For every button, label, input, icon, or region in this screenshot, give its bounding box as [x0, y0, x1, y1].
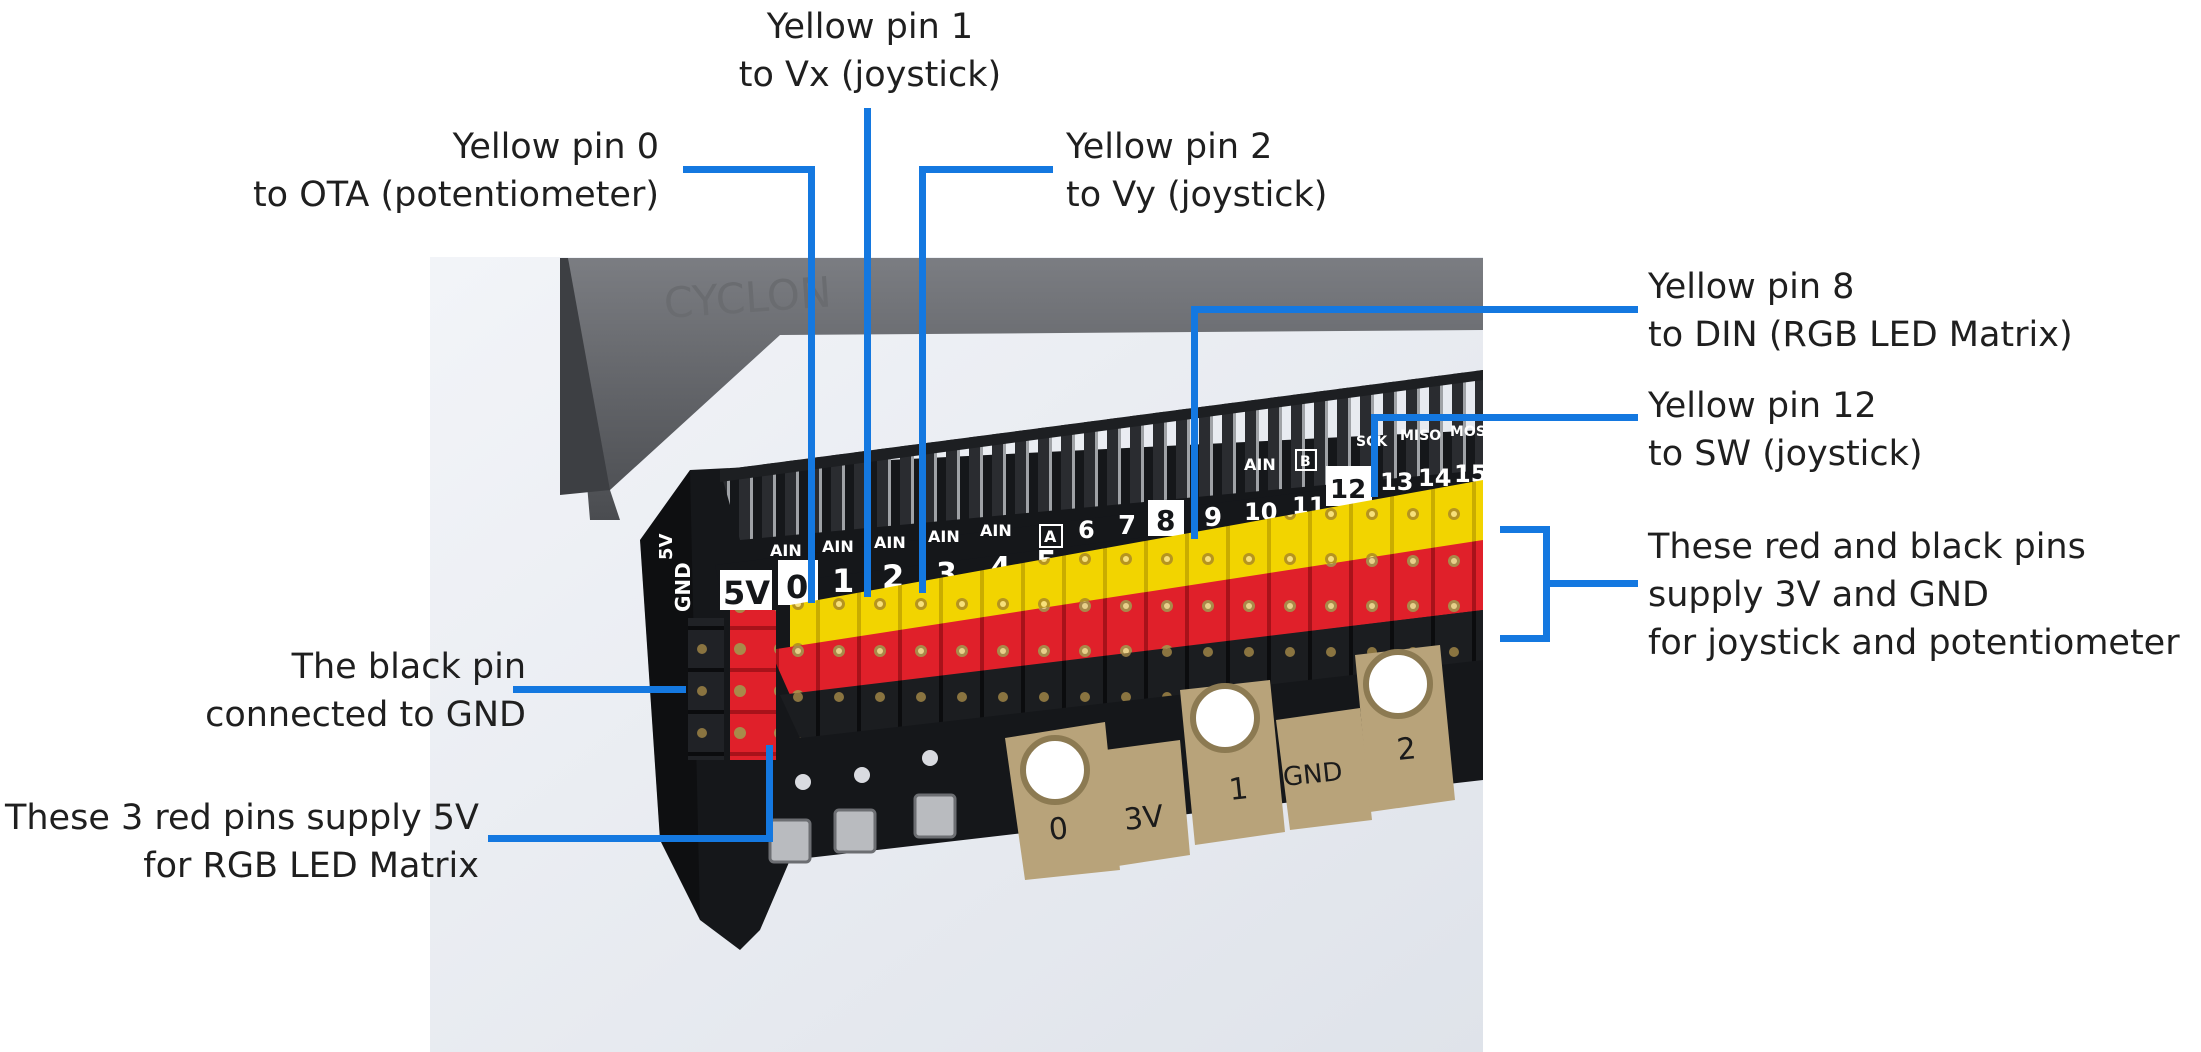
- callout-pin1-detail: to Vx (joystick): [738, 55, 1002, 95]
- leader-line-power: [1543, 580, 1638, 587]
- leader-line-pin2-horizontal: [919, 166, 1053, 173]
- bracket-power-bottom: [1500, 635, 1550, 642]
- callout-power: These red and black pins supply 3V and G…: [1648, 523, 2180, 667]
- leader-line-pin12-vertical: [1371, 414, 1378, 497]
- callout-pin0-title: Yellow pin 0: [452, 127, 659, 167]
- svg-text:5V: 5V: [656, 533, 677, 560]
- svg-text:5V: 5V: [723, 574, 770, 612]
- svg-text:AIN: AIN: [822, 537, 854, 556]
- leader-line-pin0-vertical: [808, 166, 815, 603]
- leader-line-5v-horizontal: [488, 835, 773, 842]
- svg-text:0: 0: [1047, 811, 1070, 848]
- svg-text:AIN: AIN: [770, 541, 802, 560]
- svg-text:8: 8: [1156, 504, 1175, 537]
- callout-pin12: Yellow pin 12 to SW (joystick): [1648, 382, 1923, 478]
- callout-pin1-title: Yellow pin 1: [766, 7, 974, 47]
- svg-text:12: 12: [1330, 475, 1366, 505]
- callout-pin0: Yellow pin 0 to OTA (potentiometer): [253, 123, 659, 219]
- svg-text:7: 7: [1118, 511, 1136, 541]
- callout-pin0-detail: to OTA (potentiometer): [252, 175, 659, 215]
- callout-power-line1: These red and black pins: [1648, 527, 2086, 567]
- leader-line-pin1: [864, 108, 871, 597]
- svg-text:GND: GND: [671, 562, 695, 612]
- callout-power-line2: supply 3V and GND: [1648, 575, 1989, 615]
- callout-5v-title: These 3 red pins supply 5V: [5, 798, 479, 838]
- callout-5v: These 3 red pins supply 5V for RGB LED M…: [5, 794, 479, 890]
- leader-line-pin0-horizontal: [683, 166, 815, 173]
- svg-text:6: 6: [1078, 516, 1095, 544]
- callout-5v-detail: for RGB LED Matrix: [143, 846, 479, 886]
- svg-text:CYCLON: CYCLON: [662, 267, 833, 328]
- svg-text:A: A: [1044, 527, 1057, 546]
- svg-text:GND: GND: [1282, 757, 1344, 793]
- callout-pin12-detail: to SW (joystick): [1648, 434, 1923, 474]
- leader-line-pin8-vertical: [1191, 306, 1198, 539]
- leader-line-pin2-vertical: [919, 166, 926, 593]
- leader-line-5v-vertical: [766, 745, 773, 842]
- svg-text:MISO: MISO: [1400, 428, 1441, 444]
- svg-text:3V: 3V: [1122, 799, 1166, 838]
- svg-text:B: B: [1300, 454, 1311, 470]
- svg-text:AIN: AIN: [874, 533, 906, 552]
- svg-text:9: 9: [1204, 503, 1222, 533]
- leader-line-pin8-horizontal: [1191, 306, 1638, 313]
- callout-gnd-detail: connected to GND: [205, 695, 526, 735]
- svg-text:1: 1: [1227, 771, 1250, 808]
- callout-pin8: Yellow pin 8 to DIN (RGB LED Matrix): [1648, 263, 2073, 359]
- callout-gnd-title: The black pin: [291, 647, 526, 687]
- svg-text:AIN: AIN: [928, 527, 960, 546]
- svg-text:AIN: AIN: [980, 521, 1012, 540]
- leader-line-pin12-horizontal: [1371, 414, 1638, 421]
- svg-text:13: 13: [1380, 468, 1413, 496]
- callout-power-line3: for joystick and potentiometer: [1648, 623, 2180, 663]
- leader-line-gnd: [513, 686, 686, 693]
- svg-text:0: 0: [786, 568, 808, 606]
- bracket-power-top: [1500, 526, 1550, 533]
- svg-text:MOSI: MOSI: [1450, 424, 1491, 440]
- svg-text:AIN: AIN: [1244, 455, 1276, 474]
- callout-pin12-title: Yellow pin 12: [1648, 386, 1877, 426]
- callout-pin2-detail: to Vy (joystick): [1066, 175, 1328, 215]
- callout-pin2-title: Yellow pin 2: [1066, 127, 1273, 167]
- svg-text:2: 2: [1395, 731, 1418, 768]
- svg-text:1: 1: [832, 562, 854, 600]
- callout-pin2: Yellow pin 2 to Vy (joystick): [1066, 123, 1327, 219]
- callout-pin8-title: Yellow pin 8: [1648, 267, 1855, 307]
- callout-pin8-detail: to DIN (RGB LED Matrix): [1648, 315, 2073, 355]
- callout-gnd: The black pin connected to GND: [205, 643, 526, 739]
- callout-pin1: Yellow pin 1 to Vx (joystick): [730, 3, 1010, 99]
